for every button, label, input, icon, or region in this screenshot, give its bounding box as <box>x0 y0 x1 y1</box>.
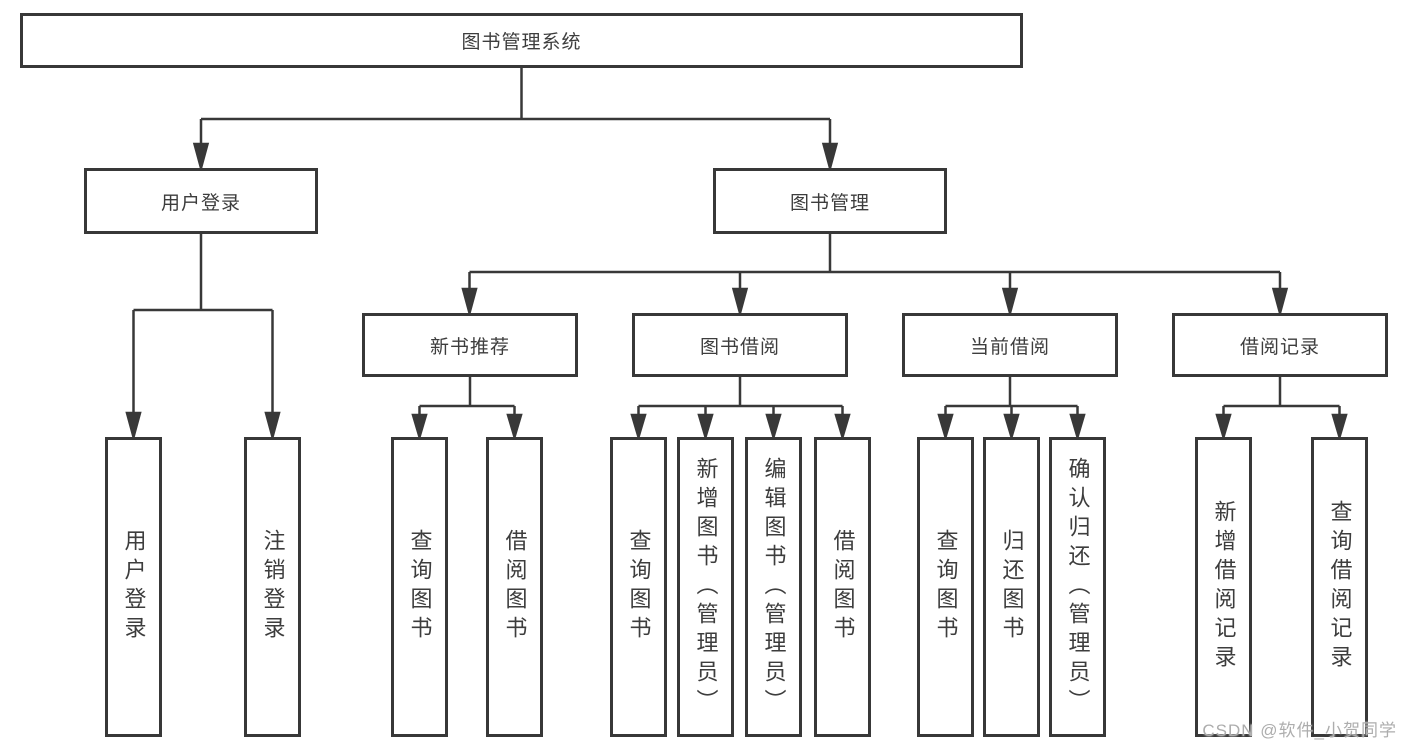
connector-borrow-records-children <box>1215 377 1348 442</box>
leaf-query-books-current: 查询图书 <box>917 437 974 737</box>
leaf-add-books-admin: 新增图书（管理员） <box>677 437 734 737</box>
arrow-down-icon <box>1331 413 1348 442</box>
node-label: 当前借阅 <box>969 336 1050 358</box>
leaf-label: 注销登录 <box>260 529 286 645</box>
node-label: 图书管理 <box>789 192 870 214</box>
node-label: 图书借阅 <box>699 336 780 358</box>
leaf-borrow-books-recommend: 借阅图书 <box>486 437 543 737</box>
leaf-label: 归还图书 <box>999 529 1025 645</box>
arrow-down-icon <box>411 413 428 442</box>
leaf-label: 确认归还（管理员） <box>1065 456 1091 718</box>
node-book-management: 图书管理 <box>713 168 947 234</box>
node-user-login: 用户登录 <box>84 168 318 234</box>
connector-book-management-children <box>461 234 1289 318</box>
leaf-label: 新增借阅记录 <box>1211 500 1237 674</box>
leaf-label: 借阅图书 <box>830 529 856 645</box>
connector-book-borrow-children <box>630 377 851 442</box>
leaf-label: 查询图书 <box>626 529 652 645</box>
connector-current-borrow-children <box>937 377 1086 442</box>
arrow-down-icon <box>192 142 210 173</box>
node-new-book-recommend: 新书推荐 <box>362 313 578 377</box>
leaf-query-books-borrow: 查询图书 <box>610 437 667 737</box>
node-root-system: 图书管理系统 <box>20 13 1023 68</box>
leaf-label: 查询借阅记录 <box>1327 500 1353 674</box>
node-label: 借阅记录 <box>1239 336 1320 358</box>
arrow-down-icon <box>834 413 851 442</box>
arrow-down-icon <box>630 413 647 442</box>
arrow-down-icon <box>1215 413 1232 442</box>
arrow-down-icon <box>1069 413 1086 442</box>
connector-root-to-level2 <box>192 68 839 173</box>
leaf-query-books-recommend: 查询图书 <box>391 437 448 737</box>
arrow-down-icon <box>1003 413 1020 442</box>
arrow-down-icon <box>125 411 142 442</box>
arrow-down-icon <box>697 413 714 442</box>
node-label: 新书推荐 <box>429 336 510 358</box>
arrow-down-icon <box>461 287 478 318</box>
leaf-edit-books-admin: 编辑图书（管理员） <box>745 437 802 737</box>
node-label: 用户登录 <box>160 192 241 214</box>
arrow-down-icon <box>506 413 523 442</box>
arrow-down-icon <box>937 413 954 442</box>
leaf-label: 查询图书 <box>407 529 433 645</box>
connector-new-book-children <box>411 377 523 442</box>
leaf-return-books: 归还图书 <box>983 437 1040 737</box>
node-book-borrow: 图书借阅 <box>632 313 848 377</box>
arrow-down-icon <box>731 287 749 318</box>
arrow-down-icon <box>1271 287 1289 318</box>
watermark: CSDN @软件_小贺同学 <box>1202 721 1397 740</box>
node-borrow-records: 借阅记录 <box>1172 313 1388 377</box>
leaf-borrow-books: 借阅图书 <box>814 437 871 737</box>
leaf-label: 查询图书 <box>933 529 959 645</box>
leaf-confirm-return-admin: 确认归还（管理员） <box>1049 437 1106 737</box>
arrow-down-icon <box>821 142 839 173</box>
leaf-label: 用户登录 <box>121 529 147 645</box>
leaf-label: 新增图书（管理员） <box>693 456 719 718</box>
arrow-down-icon <box>765 413 782 442</box>
leaf-user-login: 用户登录 <box>105 437 162 737</box>
connector-user-login-children <box>125 234 281 442</box>
leaf-query-borrow-record: 查询借阅记录 <box>1311 437 1368 737</box>
node-current-borrow: 当前借阅 <box>902 313 1118 377</box>
leaf-label: 借阅图书 <box>502 529 528 645</box>
leaf-add-borrow-record: 新增借阅记录 <box>1195 437 1252 737</box>
leaf-label: 编辑图书（管理员） <box>761 456 787 718</box>
leaf-logout: 注销登录 <box>244 437 301 737</box>
arrow-down-icon <box>1001 287 1019 318</box>
node-label: 图书管理系统 <box>461 32 582 53</box>
arrow-down-icon <box>264 411 281 442</box>
